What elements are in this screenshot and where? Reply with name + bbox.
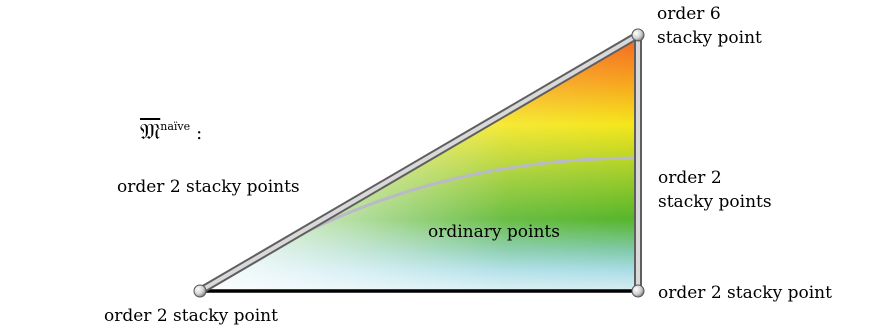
apex-label: order 6 stacky point (657, 2, 762, 50)
bottom-right-label: order 2 stacky point (658, 281, 832, 305)
bottom-left-point (194, 285, 206, 297)
apex-label-line2: stacky point (657, 26, 762, 50)
apex-label-line1: order 6 (657, 2, 762, 26)
apex-point (632, 29, 644, 41)
symbol-colon: : (196, 123, 202, 144)
moduli-superscript: naïve (160, 120, 190, 133)
hypotenuse-label: order 2 stacky points (117, 175, 300, 199)
bottom-left-label: order 2 stacky point (104, 304, 278, 328)
right-edge-label: order 2 stacky points (658, 166, 772, 214)
interior-label: ordinary points (428, 220, 560, 244)
right-edge-label-line1: order 2 (658, 166, 772, 190)
moduli-space-symbol: 𝔐naïve: (140, 118, 202, 149)
moduli-symbol: 𝔐 (140, 120, 160, 145)
bottom-right-point (632, 285, 644, 297)
right-edge-label-line2: stacky points (658, 190, 772, 214)
